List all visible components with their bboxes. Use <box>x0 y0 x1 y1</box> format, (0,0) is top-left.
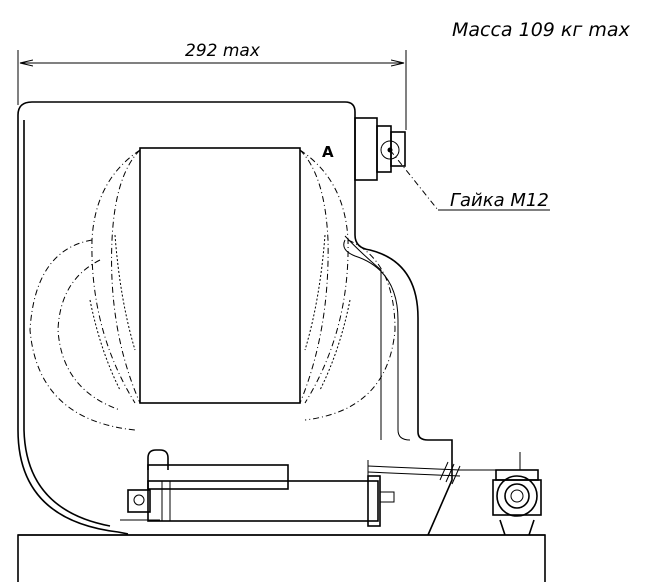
base-plate <box>17 534 546 582</box>
width-dimension: 292 max <box>17 41 407 130</box>
core-front <box>139 147 301 404</box>
nut-label: Гайка М12 <box>450 190 549 211</box>
nut-assembly: Гайка М12 <box>354 117 550 211</box>
width-dimension-label: 292 max <box>185 41 261 61</box>
housing-outline <box>17 101 453 536</box>
roller-assembly <box>492 452 542 536</box>
mass-label: Масса 109 кг max <box>452 19 631 41</box>
cylinder-assembly <box>120 449 520 527</box>
view-marker-label: А <box>322 143 334 161</box>
core-hidden-lines <box>29 147 396 431</box>
